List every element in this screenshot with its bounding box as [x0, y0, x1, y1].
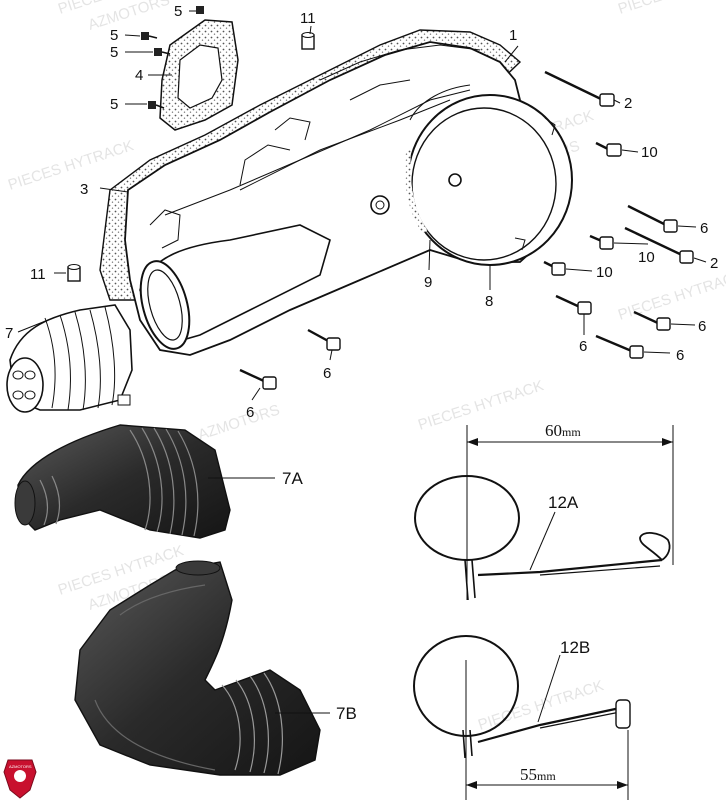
leader-lines — [17, 10, 707, 723]
dimension-labels: 60mm 55mm — [520, 421, 581, 784]
callout-5: 5 — [110, 44, 118, 61]
dimension-55mm: 55mm — [520, 765, 556, 784]
dimension-lines — [465, 425, 674, 800]
callout-9: 9 — [424, 274, 432, 291]
watermark-line1: PIECES HYTRACK — [416, 377, 546, 434]
callout-2: 2 — [710, 255, 718, 272]
callout-10: 10 — [641, 144, 658, 161]
dimension-top-unit: mm — [562, 425, 581, 439]
cover-boss — [239, 144, 291, 186]
clamp-12a — [414, 475, 671, 601]
cover-mount-hole — [370, 195, 390, 215]
cover-clip — [448, 173, 462, 187]
callout-7a: 7A — [282, 469, 303, 488]
watermark-line1: PIECES HYTRACK — [616, 267, 726, 324]
cover-tab — [544, 117, 556, 136]
seal-ring — [404, 149, 428, 234]
air-duct-7 — [6, 304, 133, 413]
cover-rim — [409, 84, 471, 121]
dimension-bottom-value: 55 — [520, 765, 537, 784]
callout-4: 4 — [135, 67, 143, 84]
cover-boss — [149, 209, 181, 249]
callout-10: 10 — [638, 249, 655, 266]
cover-ridge — [319, 44, 481, 81]
callout-1: 1 — [509, 27, 517, 44]
hose-7b — [74, 560, 321, 776]
cover-ridge — [164, 89, 471, 216]
callout-12b: 12B — [560, 638, 590, 657]
dowel-pins-11 — [67, 32, 315, 282]
callout-6: 6 — [246, 404, 254, 421]
cover-mount-hole — [375, 200, 385, 210]
callout-2: 2 — [624, 95, 632, 112]
callout-11: 11 — [30, 266, 46, 283]
clutch-cover — [404, 84, 573, 266]
watermark-line2: AZMOTORS — [196, 401, 282, 443]
bolts — [239, 70, 694, 390]
callout-3: 3 — [80, 181, 88, 198]
callout-10: 10 — [596, 264, 613, 281]
callout-8: 8 — [485, 293, 493, 310]
hose-7a — [14, 424, 231, 539]
logo-text: AZMOTORS — [9, 764, 32, 769]
callout-11: 11 — [300, 10, 316, 27]
callout-5: 5 — [110, 96, 118, 113]
azmotors-logo: AZMOTORS — [3, 759, 37, 799]
callout-12a: 12A — [548, 493, 579, 512]
callout-6: 6 — [700, 220, 708, 237]
callout-6: 6 — [698, 318, 706, 335]
cover-boss — [274, 117, 311, 141]
dimension-bottom-unit: mm — [537, 769, 556, 783]
callout-6: 6 — [323, 365, 331, 382]
watermark-line1: PIECES HYTRACK — [616, 0, 726, 18]
callout-5: 5 — [174, 3, 182, 20]
clamp-12b — [413, 635, 631, 759]
callout-7b: 7B — [336, 704, 357, 723]
cover-ridge — [349, 79, 411, 101]
callout-5: 5 — [110, 27, 118, 44]
inspection-gasket — [159, 19, 239, 131]
callout-7: 7 — [5, 325, 13, 342]
dimension-top-value: 60 — [545, 421, 562, 440]
screws-5 — [141, 6, 204, 109]
callout-labels: 1 2 2 3 4 5 5 5 5 11 11 7 9 8 10 10 10 6… — [5, 3, 718, 723]
callout-6: 6 — [579, 338, 587, 355]
callout-6: 6 — [676, 347, 684, 364]
dimension-60mm: 60mm — [545, 421, 581, 440]
cover-ridge — [239, 99, 451, 191]
cover-tab — [514, 237, 526, 251]
